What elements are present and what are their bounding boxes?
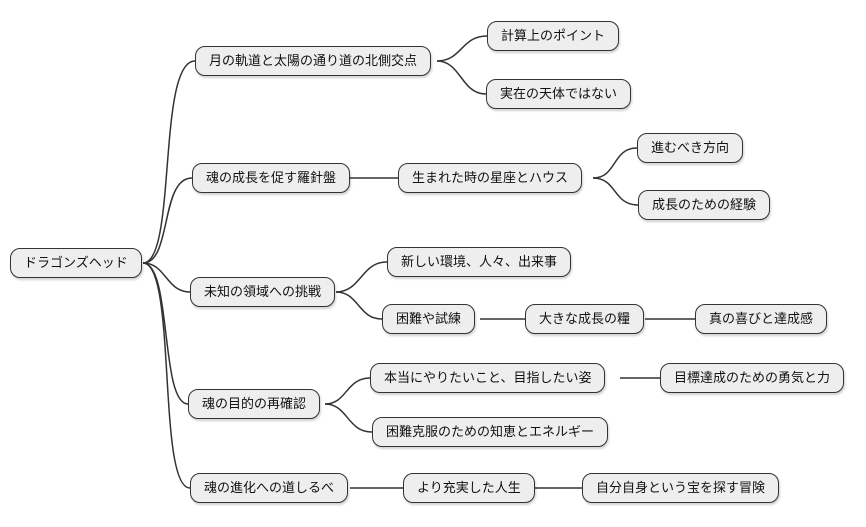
edge-b4-b4c2 <box>324 403 373 433</box>
edge-root-b3 <box>142 262 191 293</box>
node-b1c2: 実在の天体ではない <box>486 79 632 109</box>
edge-b3-b3c2 <box>335 291 383 320</box>
node-b5c1c1: 自分自身という宝を探す冒険 <box>582 473 780 503</box>
edge-root-b2 <box>142 177 193 264</box>
edge-b4-b4c1 <box>324 377 371 405</box>
node-root: ドラゴンズヘッド <box>10 248 142 278</box>
node-b3c2c1c1: 真の喜びと達成感 <box>695 304 828 334</box>
edge-root-b5 <box>142 262 191 489</box>
node-b3: 未知の領域への挑戦 <box>190 277 336 307</box>
node-b4: 魂の目的の再確認 <box>188 389 321 419</box>
edge-b1-b1c2 <box>436 60 487 95</box>
edge-b1-b1c1 <box>436 35 488 62</box>
node-b4c1c1: 目標達成のための勇気と力 <box>660 363 845 393</box>
edge-b3-b3c1 <box>335 261 388 293</box>
node-b2c1: 生まれた時の星座とハウス <box>398 163 583 193</box>
node-b2c1c1: 進むべき方向 <box>637 133 744 163</box>
node-b1: 月の軌道と太陽の通り道の北側交点 <box>195 46 432 76</box>
node-b5c1: より充実した人生 <box>403 473 535 503</box>
node-b3c2c1: 大きな成長の糧 <box>525 304 645 334</box>
node-b3c1: 新しい環境、人々、出来事 <box>387 247 572 277</box>
node-b4c1: 本当にやりたいこと、目指したい姿 <box>370 363 606 393</box>
node-b4c2: 困難克服のための知恵とエネルギー <box>372 417 609 447</box>
edge-root-b1 <box>142 60 196 264</box>
edge-b2c1-b2c1c2 <box>592 177 639 206</box>
node-b2: 魂の成長を促す羅針盤 <box>192 163 351 193</box>
node-b3c2: 困難や試練 <box>382 304 476 334</box>
node-b1c1: 計算上のポイント <box>487 21 620 51</box>
node-b5: 魂の進化への道しるべ <box>190 473 349 503</box>
edge-b2c1-b2c1c1 <box>592 147 638 179</box>
node-b2c1c2: 成長のための経験 <box>638 190 771 220</box>
edge-root-b4 <box>142 262 189 405</box>
